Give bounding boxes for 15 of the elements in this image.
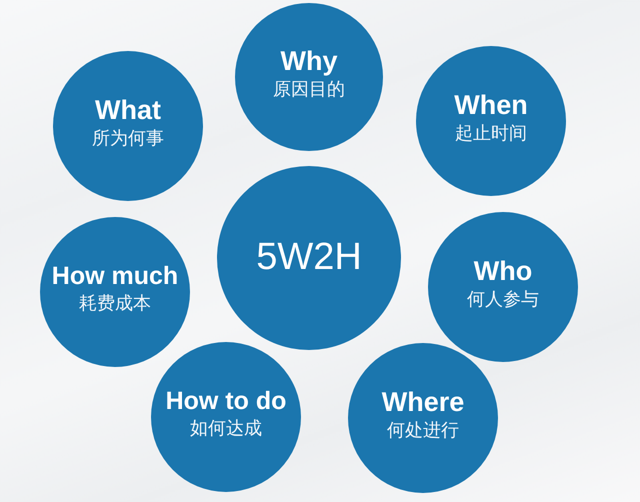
node-subtitle: 原因目的: [273, 79, 345, 101]
node-title: When: [454, 91, 528, 120]
node-subtitle: 何处进行: [387, 420, 459, 442]
center-title: 5W2H: [256, 238, 362, 278]
node-title: How much: [52, 263, 178, 290]
node-subtitle: 何人参与: [467, 289, 539, 311]
node-title: What: [95, 96, 161, 124]
node-subtitle: 起止时间: [455, 123, 527, 145]
node-title: How to do: [166, 388, 286, 414]
node-title: Where: [382, 388, 464, 416]
node-title: Why: [280, 47, 338, 76]
node-subtitle: 所为何事: [92, 128, 164, 150]
node-subtitle: 如何达成: [190, 418, 262, 440]
node-subtitle: 耗费成本: [79, 293, 151, 315]
node-title: Who: [474, 257, 532, 286]
